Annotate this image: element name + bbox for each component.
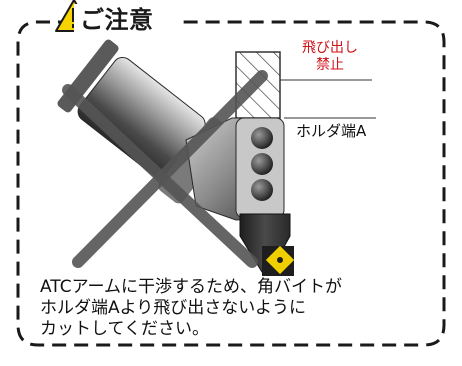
note-line-1: ATCアームに干渉するため、角バイトが	[40, 277, 343, 297]
screw-3	[251, 179, 273, 201]
note-line-3: カットしてください。	[40, 319, 209, 339]
caution-note: ATCアームに干渉するため、角バイトが ホルダ端Aより飛び出さないように カット…	[40, 277, 430, 340]
protrusion-label-line-1: 飛び出し	[302, 40, 358, 56]
prohibition-x-line-2	[72, 70, 268, 268]
holder-end-label: ホルダ端A	[296, 122, 367, 140]
note-line-2: ホルダ端Aより飛び出さないように	[40, 298, 306, 318]
dashed-frame	[16, 20, 446, 347]
screw-1	[251, 127, 273, 149]
protrusion-prohibited-label: 飛び出し 禁止	[302, 40, 358, 74]
screw-2	[251, 153, 273, 175]
protrusion-label-line-2: 禁止	[316, 57, 344, 73]
caution-title: ご注意	[74, 4, 160, 36]
